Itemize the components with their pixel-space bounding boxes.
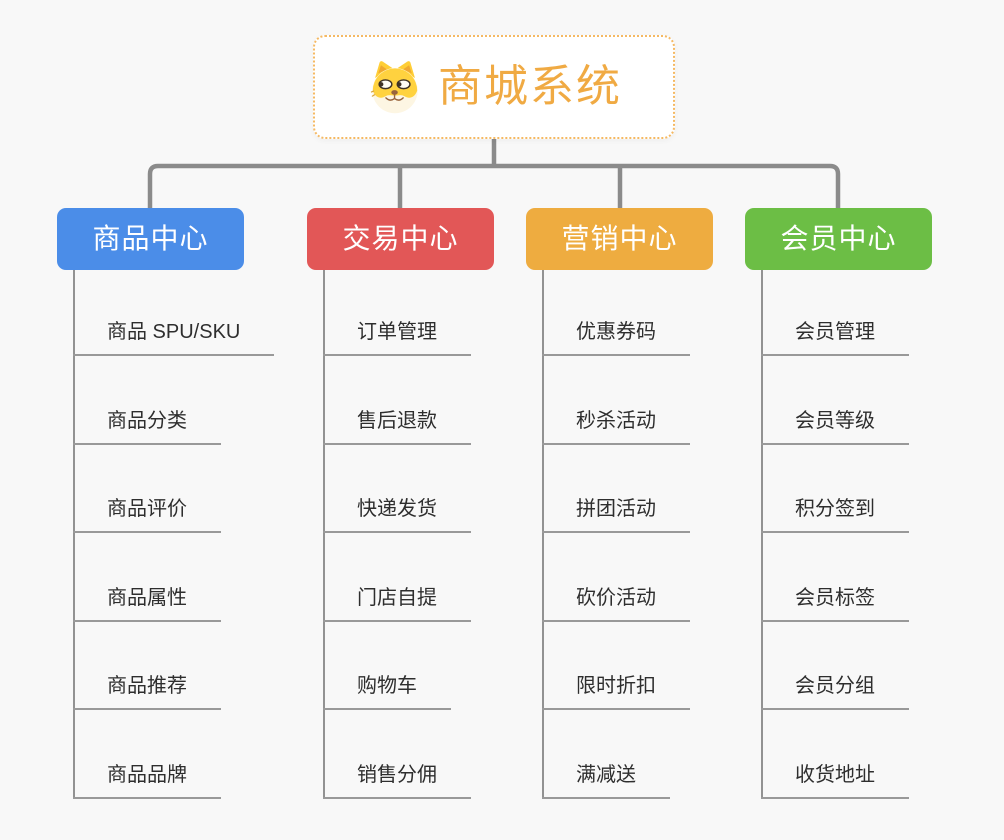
leaf-item[interactable]: 商品品牌 <box>73 761 221 799</box>
leaf-item[interactable]: 门店自提 <box>323 584 471 622</box>
leaf-item[interactable]: 限时折扣 <box>542 672 690 710</box>
branch-spine-line <box>542 270 544 799</box>
branch-node-label: 会员中心 <box>780 223 897 254</box>
leaf-item[interactable]: 会员分组 <box>761 672 909 710</box>
leaf-item[interactable]: 会员管理 <box>761 318 909 356</box>
branch-node-label: 交易中心 <box>342 223 459 254</box>
leaf-item[interactable]: 收货地址 <box>761 761 909 799</box>
branch-node-1[interactable]: 交易中心 <box>307 208 494 270</box>
leaf-item[interactable]: 拼团活动 <box>542 495 690 533</box>
leaf-item[interactable]: 订单管理 <box>323 318 471 356</box>
branch-spine-line <box>761 270 763 799</box>
leaf-item[interactable]: 秒杀活动 <box>542 407 690 445</box>
branch-node-3[interactable]: 会员中心 <box>745 208 932 270</box>
branch-column: 会员管理会员等级积分签到会员标签会员分组收货地址 <box>761 270 1004 810</box>
branch-column: 商品 SPU/SKU 商品分类商品评价商品属性商品推荐商品品牌 <box>73 270 333 810</box>
dog-face-icon <box>370 61 418 114</box>
root-node-label: 商城系统 <box>438 62 622 111</box>
leaf-item[interactable]: 会员标签 <box>761 584 909 622</box>
leaf-item[interactable]: 满减送 <box>542 761 670 799</box>
leaf-item[interactable]: 砍价活动 <box>542 584 690 622</box>
root-node[interactable]: 商城系统 <box>313 35 675 139</box>
leaf-item[interactable]: 优惠券码 <box>542 318 690 356</box>
branch-node-2[interactable]: 营销中心 <box>526 208 713 270</box>
branch-spine-line <box>323 270 325 799</box>
branch-node-label: 营销中心 <box>561 223 678 254</box>
leaf-item[interactable]: 售后退款 <box>323 407 471 445</box>
leaf-item[interactable]: 积分签到 <box>761 495 909 533</box>
leaf-item[interactable]: 商品分类 <box>73 407 221 445</box>
branch-column: 优惠券码秒杀活动拼团活动砍价活动限时折扣满减送 <box>542 270 802 810</box>
leaf-item[interactable]: 商品评价 <box>73 495 221 533</box>
leaf-item[interactable]: 商品 SPU/SKU <box>73 318 275 356</box>
leaf-item[interactable]: 商品推荐 <box>73 672 221 710</box>
leaf-item[interactable]: 购物车 <box>323 672 451 710</box>
branch-node-0[interactable]: 商品中心 <box>57 208 244 270</box>
leaf-item[interactable]: 快递发货 <box>323 495 471 533</box>
branch-node-label: 商品中心 <box>92 223 209 254</box>
leaf-item[interactable]: 销售分佣 <box>323 761 471 799</box>
branch-spine-line <box>73 270 75 799</box>
branch-rail-line <box>147 163 841 209</box>
branch-column: 订单管理售后退款快递发货门店自提购物车销售分佣 <box>323 270 583 810</box>
leaf-item[interactable]: 商品属性 <box>73 584 221 622</box>
leaf-item[interactable]: 会员等级 <box>761 407 909 445</box>
